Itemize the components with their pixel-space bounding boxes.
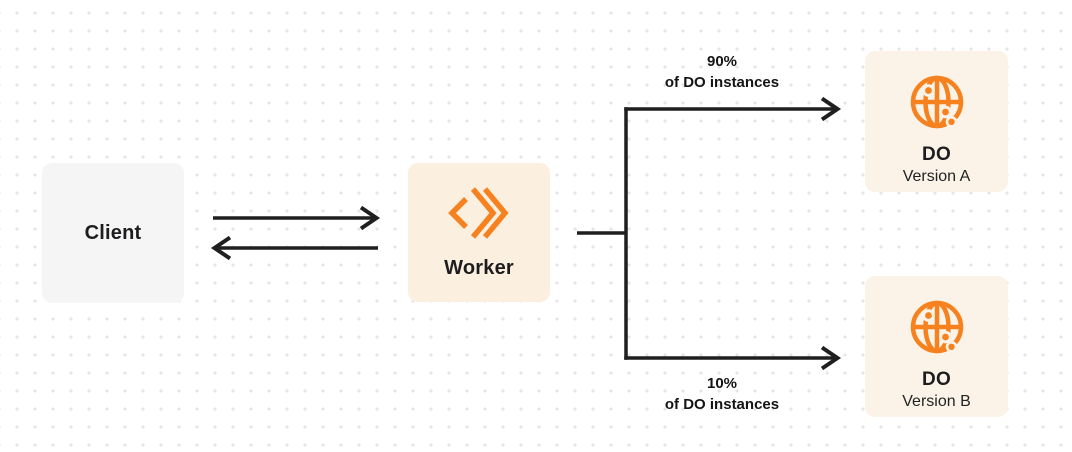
split-bottom-arrowhead	[820, 345, 842, 371]
top-branch-description: of DO instances	[664, 74, 780, 91]
client-node-label: Client	[84, 221, 142, 244]
do-version-b-subtitle: Version B	[902, 393, 971, 410]
worker-node-label: Worker	[444, 257, 514, 279]
split-top-arrowhead	[820, 96, 842, 122]
do-version-b-title: DO	[922, 369, 951, 390]
durable-object-globe-icon	[910, 75, 963, 129]
bottom-branch-percentage: 10%	[706, 375, 738, 392]
do-version-a-node: DO Version A	[865, 51, 1008, 192]
do-version-b-node: DO Version B	[865, 276, 1008, 417]
do-version-a-title: DO	[922, 144, 951, 165]
client-to-worker-arrowhead	[359, 205, 381, 231]
worker-to-client-arrowhead	[210, 235, 232, 261]
top-branch-label: 90% of DO instances	[665, 51, 779, 93]
do-version-a-subtitle: Version A	[902, 168, 971, 185]
client-node: Client	[42, 163, 184, 303]
bottom-branch-description: of DO instances	[664, 396, 780, 413]
worker-node: Worker	[408, 163, 550, 302]
cloudflare-workers-icon	[448, 187, 509, 239]
durable-object-globe-icon	[910, 300, 963, 354]
top-branch-percentage: 90%	[706, 53, 738, 70]
bottom-branch-label: 10% of DO instances	[665, 373, 779, 415]
